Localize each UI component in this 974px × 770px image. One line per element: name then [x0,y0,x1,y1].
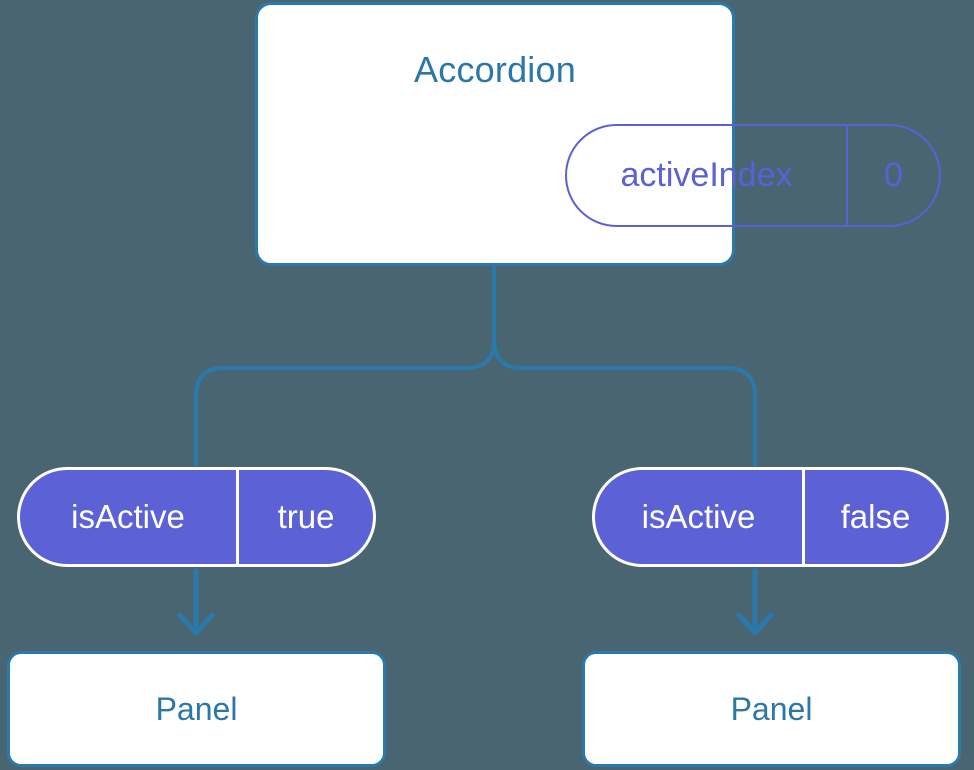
accordion-component-card[interactable]: Accordion activeIndex 0 [255,2,941,266]
prop-pill-is-active-true[interactable]: isActive true [17,467,376,567]
prop-value-is-active-left: true [277,498,335,535]
panel-title-left: Panel [155,690,238,727]
arrow-down-icon-right [736,568,774,636]
accordion-title: Accordion [414,49,576,90]
panel-title-right: Panel [730,690,813,727]
state-pill-active-index[interactable]: activeIndex 0 [565,124,941,227]
prop-value-is-active-right: false [840,498,911,535]
state-key-active-index: activeIndex [567,126,848,225]
panel-component-card-right[interactable]: Panel [582,651,961,767]
connector-right-branch [492,264,757,468]
prop-pill-is-active-false[interactable]: isActive false [592,467,949,567]
connector-left-branch [194,264,496,468]
prop-key-is-active-right: isActive [595,470,805,564]
panel-component-card-left[interactable]: Panel [7,651,386,767]
state-value-active-index: 0 [884,156,903,194]
arrow-down-icon-left [177,568,215,636]
prop-key-is-active-left: isActive [20,470,239,564]
